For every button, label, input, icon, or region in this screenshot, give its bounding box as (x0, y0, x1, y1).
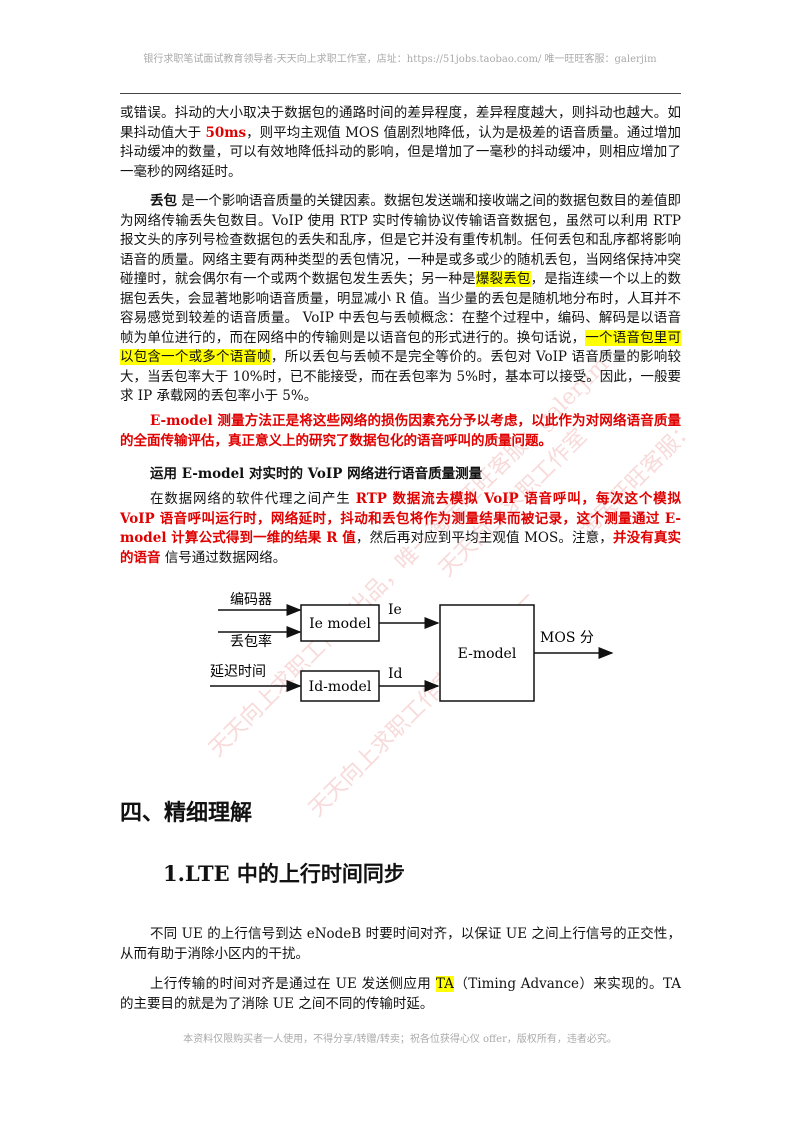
label-encoder: 编码器 (230, 592, 272, 608)
section-heading: 四、精细理解 (120, 800, 253, 826)
emodel-diagram: 编码器 丢包率 延迟时间 Ie model Id-model Ie Id E-m… (210, 592, 614, 702)
paragraph-timing-advance: 上行传输的时间对齐是通过在 UE 发送侧应用 TA（Timing Advance… (120, 976, 681, 1012)
term-packet-loss: 丢包 (150, 193, 178, 209)
label-id: Id (388, 666, 403, 682)
jitter-threshold: 50ms (205, 124, 247, 141)
box-id-model (300, 670, 380, 702)
paragraph-uplink-alignment: 不同 UE 的上行信号到达 eNodeB 时要时间对齐，以保证 UE 之间上行信… (120, 926, 681, 962)
paragraph-jitter: 或错误。抖动的大小取决于数据包的通路时间的差异程度，差异程度越大，则抖动也越大。… (120, 105, 681, 180)
highlight-ta: TA (435, 976, 454, 992)
highlight-burst-loss: 爆裂丢包 (475, 271, 531, 287)
subsection-heading: 1.LTE 中的上行时间同步 (163, 861, 405, 886)
label-emodel: E-model (458, 646, 517, 662)
paragraph-emodel-summary: E-model 测量方法正是将这些网络的损伤因素充分予以考虑，以此作为对网络语音… (120, 413, 681, 449)
subheading-emodel: 运用 E-model 对实时的 VoIP 网络进行语音质量测量 (150, 466, 483, 482)
label-delay: 延迟时间 (210, 664, 266, 680)
paragraph-measurement: 在数据网络的软件代理之间产生 RTP 数据流去模拟 VoIP 语音呼叫，每次这个… (120, 491, 682, 566)
label-loss-rate: 丢包率 (230, 633, 272, 650)
label-id-model: Id-model (309, 679, 372, 695)
page-header: 银行求职笔试面试教育领导者-天天向上求职工作室，店址：https://51job… (143, 54, 657, 65)
label-mos: MOS 分 (540, 630, 594, 646)
box-emodel (439, 604, 535, 702)
page-footer: 本资料仅限购买者一人使用，不得分享/转赠/转卖；祝各位获得心仪 offer，版权… (183, 1034, 617, 1045)
header-rule (120, 93, 681, 94)
label-ie-model: Ie model (309, 616, 371, 632)
paragraph-packet-loss: 丢包 是一个影响语音质量的关键因素。数据包发送端和接收端之间的数据包数目的差值即… (120, 193, 681, 404)
label-ie: Ie (388, 602, 402, 618)
